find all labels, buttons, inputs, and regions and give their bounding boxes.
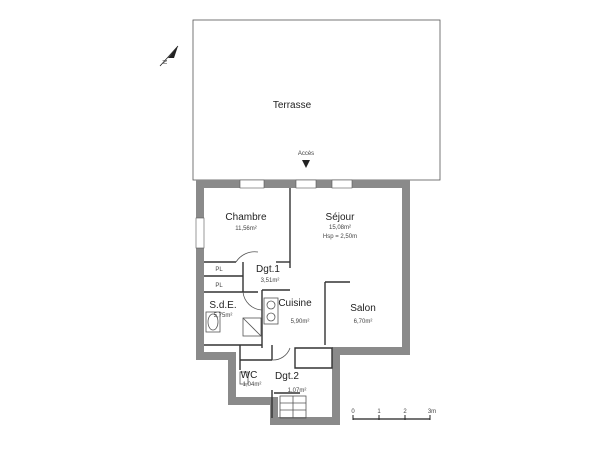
interior-walls [204, 188, 350, 418]
room-name-chambre: Chambre [225, 212, 267, 223]
entrance-label: Accès [298, 151, 314, 157]
room-name-salon: Salon [350, 303, 376, 314]
room-area-cuisine: 5,90m² [291, 319, 310, 325]
entrance-arrow-icon [302, 160, 310, 168]
exterior-walls [196, 180, 410, 425]
room-area-chambre: 11,56m² [235, 226, 257, 232]
room-area-dgt2: 1,07m² [288, 388, 307, 394]
windows [195, 179, 353, 249]
terrace-area [192, 19, 441, 181]
north-label: N [163, 60, 169, 64]
room-area-salon: 6,70m² [354, 319, 373, 325]
scale-tick-0: 0 [351, 409, 355, 415]
room-area-wc: 1,04m² [243, 382, 262, 388]
room-name-pl-2: PL [215, 283, 223, 289]
room-name-wc: WC [241, 370, 258, 381]
room-name-sde: S.d.E. [209, 300, 236, 311]
door-arcs [235, 251, 291, 361]
room-name-dgt2: Dgt.2 [275, 371, 299, 382]
room-area-sejour: 15,08m² [329, 225, 351, 231]
ceiling-height: Hsp = 2,50m [323, 234, 357, 240]
room-name-sejour: Séjour [326, 212, 356, 223]
north-arrow-icon [159, 45, 179, 67]
room-area-dgt1: 3,51m² [261, 278, 280, 284]
scale-bar: 0 1 2 3m [351, 409, 436, 420]
scale-tick-3: 3m [428, 409, 436, 415]
room-name-dgt1: Dgt.1 [256, 264, 280, 275]
scale-tick-2: 2 [403, 409, 407, 415]
terrace-label: Terrasse [273, 100, 312, 111]
room-name-cuisine: Cuisine [278, 298, 312, 309]
room-area-sde: 5,75m² [214, 313, 233, 319]
fixtures [205, 297, 307, 419]
scale-tick-1: 1 [377, 409, 381, 415]
room-name-pl-1: PL [215, 267, 223, 273]
